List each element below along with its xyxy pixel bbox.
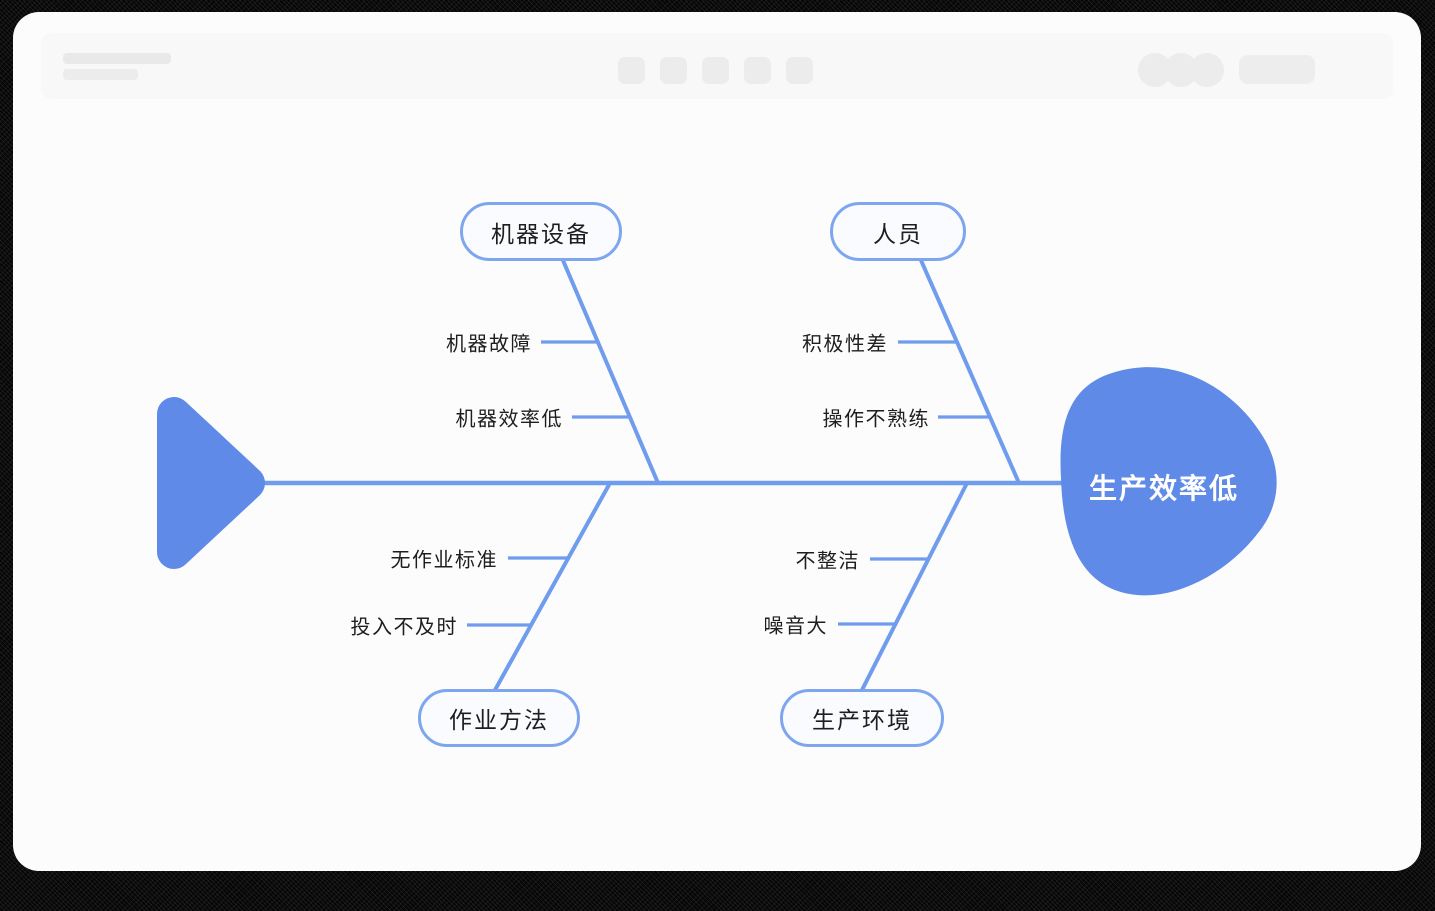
branch-method-line xyxy=(493,482,612,691)
cause-method-2[interactable]: 投入不及时 xyxy=(350,616,458,639)
category-node-environment[interactable]: 生产环境 xyxy=(780,689,944,747)
cause-machine-2[interactable]: 机器效率低 xyxy=(455,408,563,431)
cause-env-2[interactable]: 噪音大 xyxy=(763,615,828,638)
toolbar-button-placeholder-4[interactable] xyxy=(744,57,771,84)
app-header xyxy=(41,33,1393,99)
cause-people-1[interactable]: 积极性差 xyxy=(802,333,888,356)
branch-people-line xyxy=(918,257,1021,484)
category-node-machine[interactable]: 机器设备 xyxy=(460,202,622,261)
category-node-people[interactable]: 人员 xyxy=(830,202,966,261)
toolbar-button-placeholder-2[interactable] xyxy=(660,57,687,84)
cause-people-2[interactable]: 操作不熟练 xyxy=(822,408,930,431)
avatar-placeholder-3[interactable] xyxy=(1190,53,1224,87)
fish-tail-shape[interactable] xyxy=(157,397,265,569)
cause-env-1[interactable]: 不整洁 xyxy=(795,550,860,573)
category-node-method[interactable]: 作业方法 xyxy=(418,689,580,747)
branch-env-line xyxy=(860,482,969,691)
toolbar-button-placeholder-1[interactable] xyxy=(618,57,645,84)
toolbar-button-placeholder-3[interactable] xyxy=(702,57,729,84)
fish-head-shape[interactable] xyxy=(1060,367,1277,596)
toolbar-button-placeholder-5[interactable] xyxy=(786,57,813,84)
header-button-placeholder[interactable] xyxy=(1239,55,1315,84)
cause-method-1[interactable]: 无作业标准 xyxy=(390,549,498,572)
problem-label: 生产效率低 xyxy=(1088,473,1239,504)
header-skeleton-line-2 xyxy=(63,69,138,80)
branch-machine-line xyxy=(560,257,660,484)
category-label: 生产环境 xyxy=(812,707,912,733)
cause-machine-1[interactable]: 机器故障 xyxy=(446,333,532,356)
header-skeleton-line-1 xyxy=(63,53,171,64)
category-label: 人员 xyxy=(873,220,923,247)
category-label: 机器设备 xyxy=(491,220,591,247)
category-label: 作业方法 xyxy=(449,707,549,733)
